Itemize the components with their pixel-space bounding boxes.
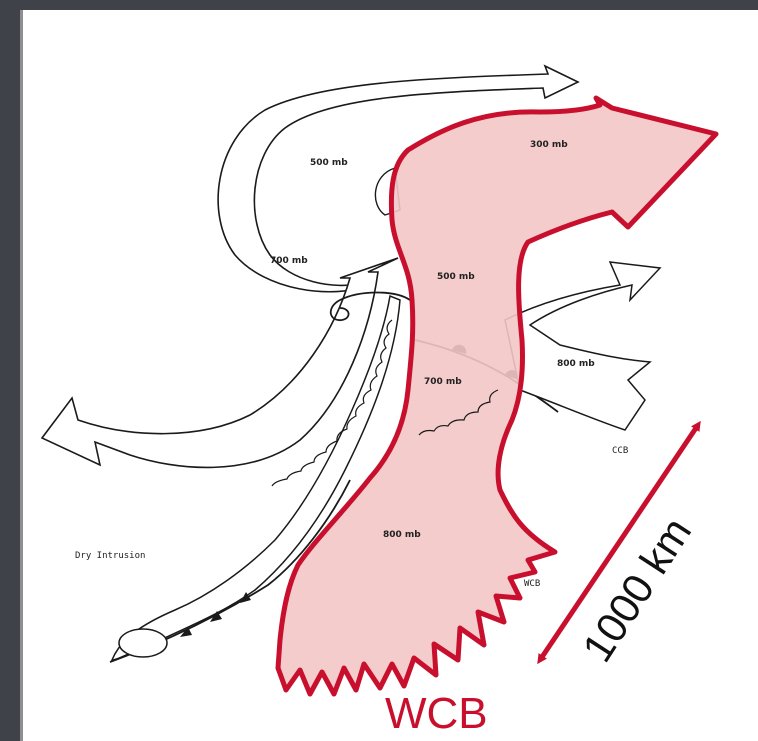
label-800mb-right: 800 mb [557,359,595,369]
label-dry-intrusion: Dry Intrusion [75,551,145,561]
label-ccb: CCB [612,446,628,456]
label-300mb: 300 mb [530,140,568,150]
label-700mb-left: 700 mb [270,256,308,266]
label-wcb-small: WCB [524,579,540,589]
label-500mb-center: 500 mb [437,272,475,282]
label-500mb-upper: 500 mb [310,158,348,168]
ccb-arrow [505,262,660,430]
label-800mb-lower: 800 mb [383,530,421,540]
scale-label: 1000 km [573,509,700,670]
low-center-blob [119,629,167,657]
wcb-big-label: WCB [385,689,488,738]
label-700mb-center: 700 mb [424,377,462,387]
